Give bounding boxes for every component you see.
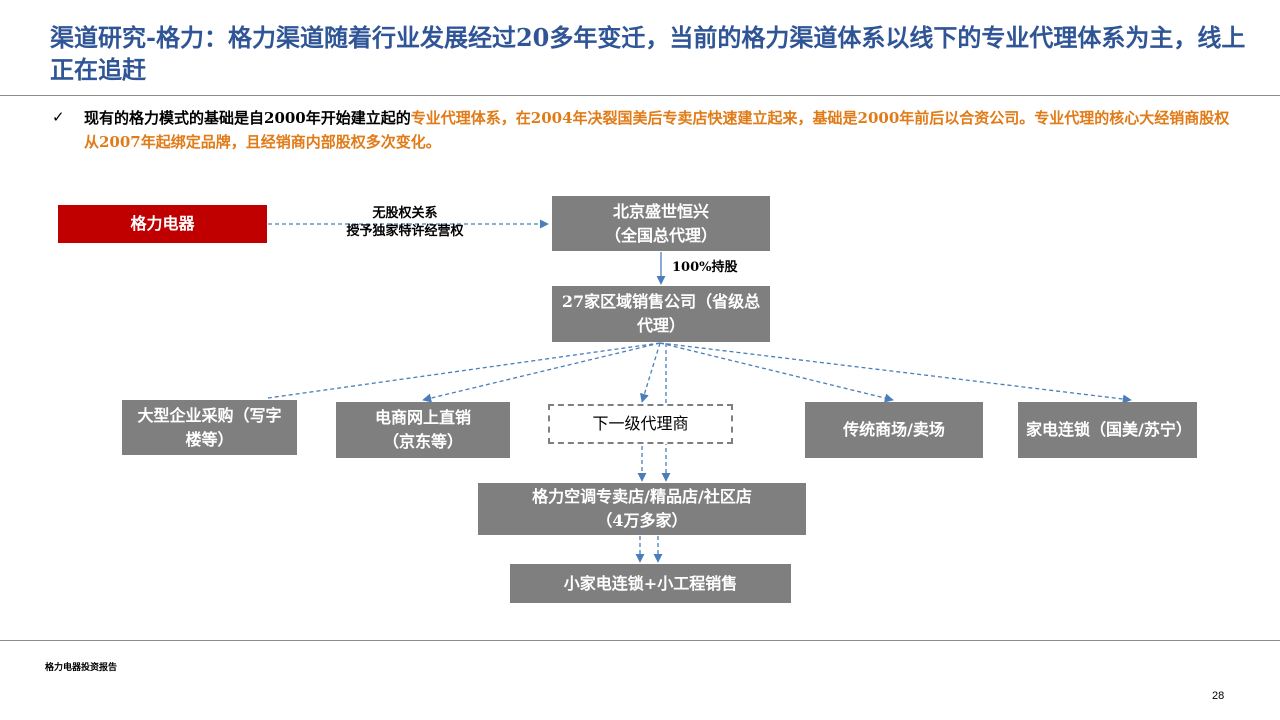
node-regional-sales: 27家区域销售公司（省级总代理） (552, 286, 770, 342)
edge-regional-subagent (640, 342, 661, 403)
node-sub-agent: 下一级代理商 (548, 404, 733, 444)
node-gree-stores: 格力空调专卖店/精品店/社区店 （4万多家） (478, 483, 806, 535)
page-title: 渠道研究-格力：格力渠道随着行业发展经过20多年变迁，当前的格力渠道体系以线下的… (50, 23, 1246, 84)
node-ecommerce: 电商网上直销 （京东等） (336, 402, 510, 458)
edge-label-gree-beijing: 无股权关系 授予独家特许经营权 (346, 206, 464, 239)
footer-source: 格力电器投资报告 (45, 663, 118, 673)
summary-text-black: 现有的格力模式的基础是自2000年开始建立起的 (84, 109, 411, 127)
edge-regional-chain (659, 342, 1132, 404)
edge-regional-ecommerce (422, 342, 661, 403)
title-divider (0, 95, 1280, 96)
node-beijing-agent: 北京盛世恒兴 （全国总代理） (552, 196, 770, 251)
node-gree: 格力电器 (58, 205, 267, 243)
node-enterprise-purchase: 大型企业采购（写字楼等） (122, 400, 297, 455)
footer-divider (0, 640, 1280, 641)
node-small-appliance: 小家电连锁+小工程销售 (510, 564, 791, 603)
edge-regional-enterprise (267, 342, 661, 399)
edge-label-100-percent: 100%持股 (672, 260, 738, 275)
node-appliance-chain: 家电连锁（国美/苏宁） (1018, 402, 1197, 458)
node-traditional-mall: 传统商场/卖场 (805, 402, 983, 458)
checkmark-icon: ✓ (52, 108, 65, 126)
summary-text-highlight: 专业代理体系，在2004年决裂国美后专卖店快速建立起来，基础是2000年前后以合… (84, 109, 1230, 151)
page-number: 28 (1212, 690, 1225, 702)
edge-regional-traditional (659, 342, 894, 403)
summary-paragraph: 现有的格力模式的基础是自2000年开始建立起的专业代理体系，在2004年决裂国美… (84, 106, 1234, 154)
